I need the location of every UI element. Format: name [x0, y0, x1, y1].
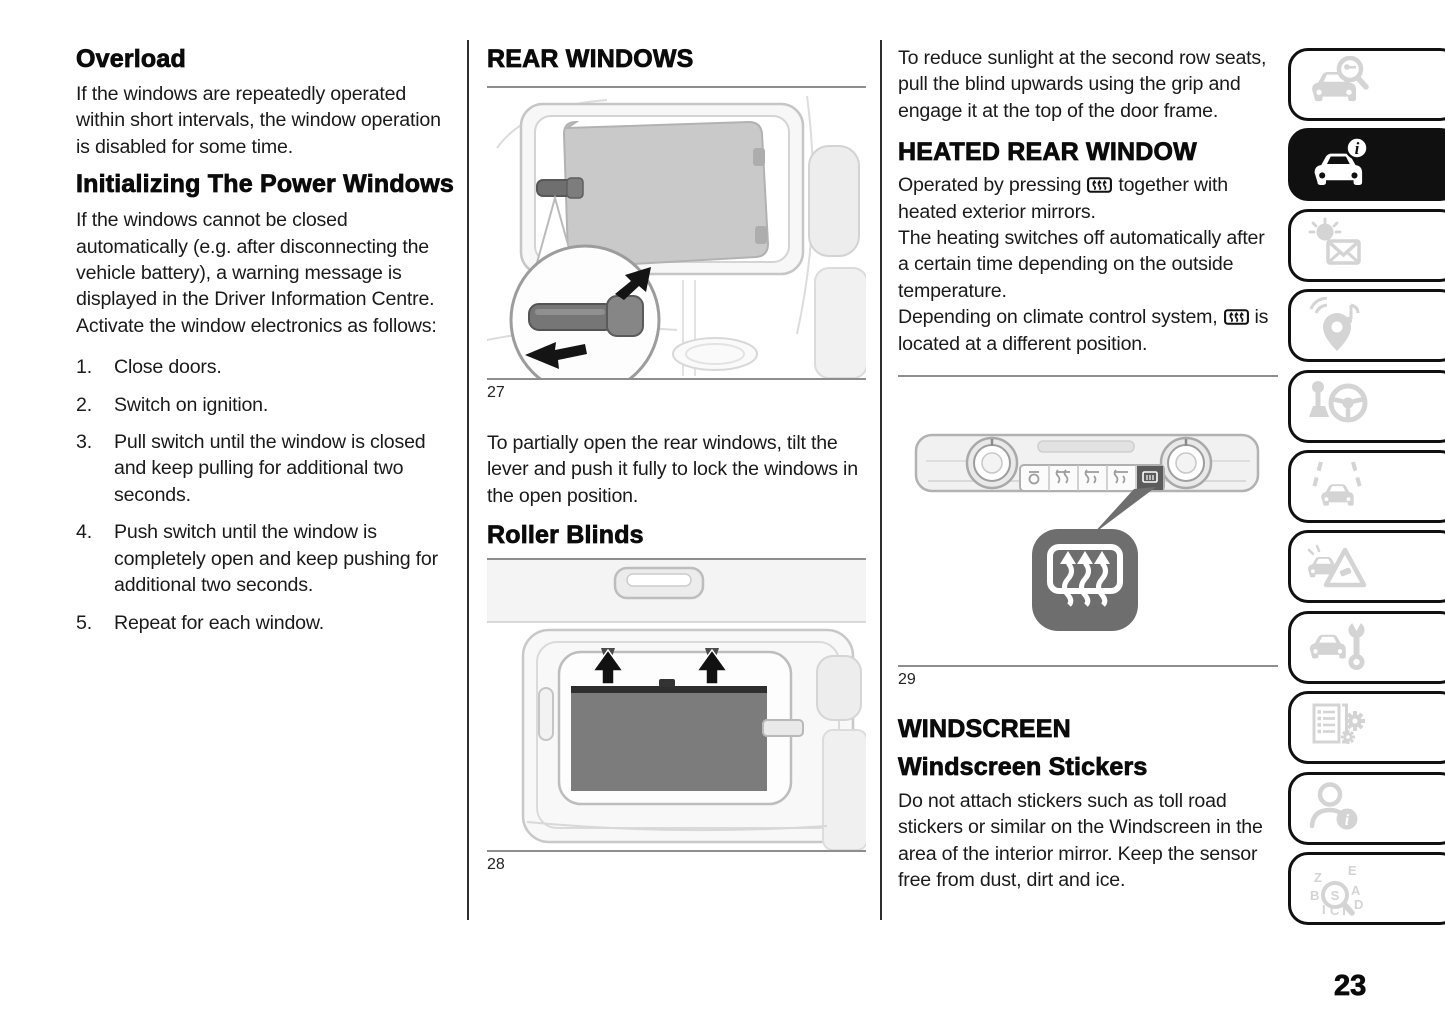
step-item: Close doors.	[76, 354, 222, 381]
roller-blind-illustration	[487, 560, 868, 852]
chapter-tab-customer-information[interactable]: i	[1288, 771, 1445, 845]
left-knob	[965, 436, 1019, 490]
step-item: Pull switch until the window is closed a…	[76, 429, 426, 506]
rear-window-illustration	[486, 95, 868, 396]
svg-text:i: i	[1355, 139, 1360, 158]
chapter-tab-technical-data[interactable]	[1288, 691, 1445, 765]
svg-text:S: S	[1331, 888, 1340, 903]
chapter-tab-driver-assistance[interactable]	[1288, 449, 1445, 523]
right-column: To reduce sunlight at the second row sea…	[898, 40, 1278, 894]
car-warning-triangle-icon	[1307, 544, 1367, 588]
gear-shifter-steering-icon	[1309, 381, 1368, 423]
heated-rear-window-p2: The heating switches off automatically a…	[898, 227, 1265, 302]
heated-rear-window-p3: Depending on climate control system,is l…	[898, 304, 1278, 357]
right-knob	[1159, 436, 1213, 490]
windscreen-stickers-heading: Windscreen Stickers	[898, 753, 1148, 782]
roller-blinds-heading: Roller Blinds	[487, 521, 644, 550]
heated-rear-window-icon	[1087, 177, 1113, 194]
step-item: Switch on ignition.	[76, 392, 269, 419]
car-lane-markings-icon	[1311, 461, 1363, 507]
svg-text:E: E	[1348, 863, 1357, 878]
heated-rear-window-heading: HEATED REAR WINDOW	[898, 138, 1198, 167]
rear-windows-heading: REAR WINDOWS	[487, 45, 694, 74]
column-divider-right	[880, 40, 882, 920]
heated-p3-text-a: Depending on climate control system,	[898, 306, 1218, 329]
chapter-tab-starting-driving[interactable]	[1288, 369, 1445, 443]
location-pin-music-icon	[1309, 296, 1360, 351]
svg-text:D: D	[1354, 897, 1363, 912]
chapter-tab-emergency[interactable]	[1288, 530, 1445, 604]
svg-text:A: A	[1351, 883, 1361, 898]
svg-text:i: i	[1345, 812, 1350, 829]
heated-rear-window-icon	[1223, 309, 1249, 326]
figure-28-caption: 28	[487, 856, 505, 874]
step-item: Push switch until the window is complete…	[76, 519, 438, 597]
chapter-tab-warning-messages[interactable]	[1288, 208, 1445, 282]
overload-body: If the windows are repeatedly operated w…	[76, 83, 441, 158]
init-power-windows-body2: Activate the window electronics as follo…	[76, 314, 437, 337]
heated-p1-text-b: together with heated exterior mirrors.	[898, 174, 1228, 223]
overload-heading: Overload	[76, 45, 187, 74]
step-item: Repeat for each window.	[76, 610, 324, 637]
car-info-icon: i	[1314, 136, 1369, 185]
figure-27-caption: 27	[487, 384, 505, 401]
init-power-windows-body: If the windows cannot be closed automati…	[76, 209, 435, 311]
windscreen-heading: WINDSCREEN	[898, 715, 1071, 744]
figure-29-caption: 29	[898, 671, 916, 689]
svg-text:B: B	[1310, 888, 1319, 903]
chapter-tab-sidebar: i	[1288, 48, 1445, 932]
heated-p1-text-a: Operated by pressing	[898, 174, 1082, 197]
page-number: 23	[1334, 970, 1367, 1003]
windscreen-stickers-body: Do not attach stickers such as toll road…	[898, 790, 1263, 892]
chapter-tab-car-check[interactable]	[1288, 48, 1445, 121]
svg-text:Z: Z	[1314, 870, 1322, 885]
init-steps-list: Close doors. Switch on ignition. Pull sw…	[76, 354, 459, 636]
left-column: Overload If the windows are repeatedly o…	[76, 40, 459, 647]
chapter-tab-vehicle-info[interactable]: i	[1288, 128, 1445, 202]
person-info-icon: i	[1309, 782, 1358, 830]
checklist-gears-icon	[1312, 703, 1365, 744]
chapter-tab-multimedia-navigation[interactable]	[1288, 289, 1445, 363]
svg-text:T: T	[1340, 903, 1348, 917]
init-power-windows-heading: Initializing The Power Windows	[76, 170, 455, 199]
figure-climate-control	[898, 375, 1278, 668]
heated-p3-text-b: is located at a different position.	[898, 306, 1269, 355]
column-divider-left	[467, 40, 469, 920]
car-wrench-icon	[1309, 619, 1365, 671]
roller-blind-continued-body: To reduce sunlight at the second row sea…	[898, 47, 1267, 122]
chapter-tab-service-maintenance[interactable]	[1288, 610, 1445, 684]
svg-text:C: C	[1330, 903, 1340, 917]
rear-windows-body: To partially open the rear windows, tilt…	[487, 432, 858, 507]
beacon-envelope-icon	[1308, 217, 1361, 266]
svg-text:I: I	[1322, 902, 1326, 917]
car-magnifier-icon	[1312, 55, 1369, 101]
climate-control-illustration	[914, 433, 1260, 632]
middle-column: REAR WINDOWS	[486, 40, 868, 874]
figure-rear-window-lever	[486, 86, 868, 396]
figure-roller-blind	[487, 558, 868, 853]
